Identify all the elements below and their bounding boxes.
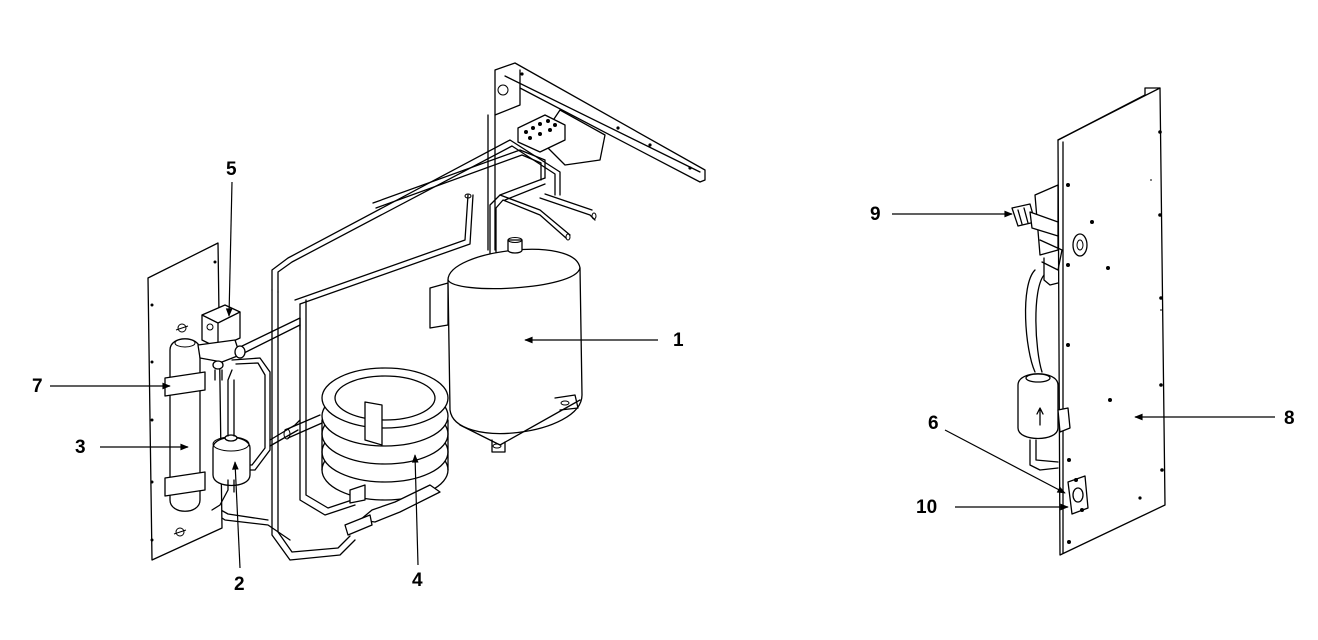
condenser-coil	[283, 367, 449, 536]
leader-lines	[50, 181, 1275, 569]
left-assembly	[147, 62, 706, 561]
receiver-tank	[164, 338, 206, 512]
callout-labels: 1 2 3 4 5 6 7 8 9 10	[32, 159, 1295, 595]
callout-9: 9	[870, 204, 881, 225]
suction-drier	[1017, 373, 1071, 471]
leader-2	[231, 461, 241, 569]
callout-6: 6	[928, 413, 939, 434]
panel-fitting	[1067, 475, 1089, 515]
callout-4: 4	[412, 570, 423, 591]
callout-10: 10	[916, 497, 937, 518]
filter-drier	[211, 369, 251, 511]
leader-5	[225, 181, 233, 317]
callout-7: 7	[32, 376, 43, 397]
callout-1: 1	[673, 330, 684, 351]
terminal-block	[517, 114, 566, 153]
compressor	[429, 237, 583, 453]
refrigerant-tubing	[209, 139, 597, 561]
callout-8: 8	[1284, 408, 1295, 429]
service-valve	[1011, 184, 1088, 286]
leader-6	[944, 429, 1066, 494]
mounting-bracket	[494, 62, 706, 183]
callout-5: 5	[226, 159, 237, 180]
callout-3: 3	[75, 437, 86, 458]
leader-4	[411, 454, 419, 566]
right-assembly	[1011, 87, 1166, 556]
callout-2: 2	[234, 574, 245, 595]
side-panel	[1057, 87, 1166, 556]
